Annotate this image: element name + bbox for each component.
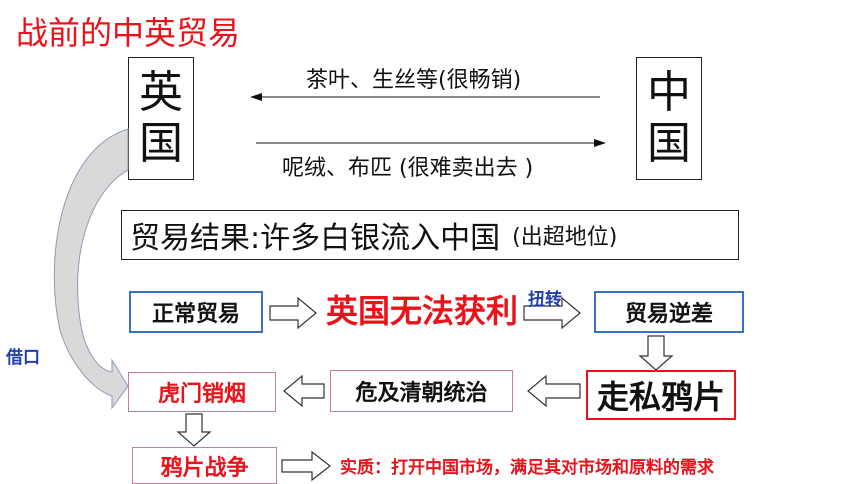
hollow-arrow-normal-to-uk — [269, 296, 317, 330]
china-box: 中 国 — [636, 57, 702, 180]
opium-war-box: 鸦片战争 — [132, 447, 277, 484]
humen-destroy-box: 虎门销烟 — [128, 372, 276, 412]
normal-trade-box: 正常贸易 — [129, 291, 263, 333]
hollow-arrow-humen-to-war — [176, 413, 212, 447]
trade-result-text: 贸易结果:许多白银流入中国 — [130, 221, 501, 256]
china-char-1: 中 — [647, 66, 691, 118]
hollow-arrow-deficit-to-smuggle — [638, 335, 674, 371]
arrow-britain-to-china — [256, 139, 606, 147]
hollow-arrow-war-to-essence — [281, 450, 331, 482]
smuggle-opium-box: 走私鸦片 — [586, 370, 736, 420]
uk-no-profit-text: 英国无法获利 — [322, 284, 522, 334]
page-title: 战前的中英贸易 — [16, 14, 241, 52]
trade-result-box: 贸易结果:许多白银流入中国 (出超地位) — [121, 210, 739, 260]
trade-result-note: (出超地位) — [512, 225, 618, 250]
essence-text: 实质：打开中国市场，满足其对市场和原料的需求 — [340, 458, 714, 478]
threaten-qing-box: 危及清朝统治 — [330, 370, 513, 412]
exports-to-china-label: 呢绒、布匹 (很难卖出去 ) — [282, 156, 534, 181]
britain-char-2: 国 — [139, 117, 183, 169]
arrow-china-to-britain — [250, 93, 600, 101]
twist-label: 扭转 — [528, 290, 562, 310]
britain-box: 英 国 — [128, 57, 194, 180]
hollow-arrow-smuggle-to-threat — [527, 374, 581, 408]
excuse-label: 借口 — [6, 348, 40, 368]
china-char-2: 国 — [647, 117, 691, 169]
curved-excuse-arrow — [53, 128, 129, 410]
hollow-arrow-threat-to-humen — [283, 374, 325, 408]
britain-char-1: 英 — [139, 66, 183, 118]
exports-to-britain-label: 茶叶、生丝等(很畅销) — [306, 68, 522, 93]
trade-deficit-box: 贸易逆差 — [594, 291, 744, 333]
hollow-arrow-uk-to-deficit — [523, 296, 581, 330]
